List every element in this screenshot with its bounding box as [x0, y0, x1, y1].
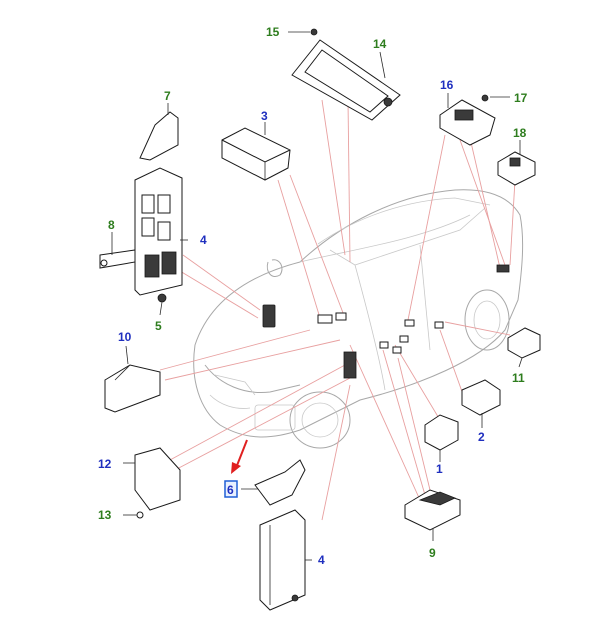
label-17: 17 — [514, 91, 528, 105]
label-4-upper: 4 — [200, 233, 207, 247]
label-16: 16 — [440, 78, 454, 92]
module-14 — [291, 28, 401, 121]
module-16 — [439, 94, 496, 146]
label-4-lower: 4 — [318, 553, 325, 567]
label-1: 1 — [436, 462, 443, 476]
module-9 — [404, 489, 461, 531]
module-6-4 — [254, 459, 306, 611]
module-1 — [424, 414, 459, 451]
fuse-box-assembly — [99, 111, 183, 303]
callout-lines — [159, 99, 516, 521]
module-10 — [104, 364, 161, 413]
module-3 — [221, 127, 291, 181]
module-11 — [507, 327, 541, 359]
red-arrow — [231, 439, 248, 474]
label-9: 9 — [429, 546, 436, 560]
label-18: 18 — [513, 126, 527, 140]
vehicle-modules — [262, 264, 510, 379]
vehicle-outline — [193, 189, 524, 449]
label-2: 2 — [478, 430, 485, 444]
label-11: 11 — [512, 371, 525, 385]
label-7: 7 — [164, 89, 171, 103]
module-18 — [497, 151, 536, 186]
part-labels: 1 2 3 4 4 5 6 7 8 9 10 11 12 13 14 15 16… — [98, 25, 528, 567]
module-12 — [134, 447, 181, 519]
label-14: 14 — [373, 37, 387, 51]
label-12: 12 — [98, 457, 112, 471]
label-6-highlight — [224, 480, 238, 498]
label-10: 10 — [118, 330, 132, 344]
label-5: 5 — [155, 319, 162, 333]
leader-lines — [111, 31, 523, 561]
label-3: 3 — [261, 109, 268, 123]
label-15: 15 — [266, 25, 280, 39]
label-8: 8 — [108, 218, 115, 232]
label-6: 6 — [227, 483, 234, 497]
label-13: 13 — [98, 508, 112, 522]
module-2 — [461, 379, 501, 416]
